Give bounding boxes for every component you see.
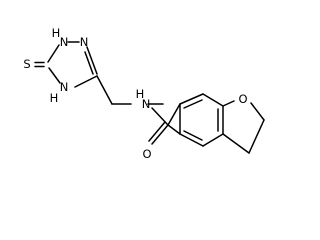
molecule-structure: S H N N N H H N O O	[23, 26, 265, 161]
bond-c-ar5	[167, 103, 181, 126]
bond-c-o-b	[148, 121, 166, 142]
atom-label-carbonyl-o: O	[142, 147, 151, 161]
bond-ch2-ch2	[248, 119, 265, 154]
bond-o-ch2	[250, 102, 265, 121]
bond-ar7a-ar3a	[202, 133, 224, 147]
atom-labels: S H N N N H H N O O	[23, 26, 247, 161]
bond-c5-n1	[47, 44, 60, 63]
molecule-canvas: S H N N N H H N O O	[23, 26, 265, 161]
bond-ar4-c	[167, 124, 181, 135]
bond-c-o-a	[151, 124, 169, 145]
atom-label-triazole-nh-bottom-h: H	[50, 91, 59, 105]
bond-ar3a-ar4	[179, 133, 204, 147]
bond-ar7-o	[222, 100, 235, 107]
atom-label-amide-n: N	[142, 97, 151, 111]
bond-ar3a-ar4-inner	[183, 130, 203, 141]
bond-n2-c3	[86, 46, 98, 75]
bond-ar5-ar6	[179, 93, 204, 105]
atom-label-sulfur: S	[23, 57, 30, 71]
bond-ch2-ar7a	[222, 133, 250, 154]
bond-n2-c3-inner	[84, 51, 94, 75]
atom-label-triazole-n-bottom: N	[60, 80, 69, 94]
atom-label-amide-h: H	[136, 87, 145, 101]
atom-label-triazole-nh-top-h: H	[52, 26, 61, 40]
bond-c3-ch2	[96, 75, 113, 105]
atom-label-furan-o: O	[238, 92, 247, 106]
atom-label-triazole-n-right: N	[80, 35, 89, 49]
atom-label-triazole-n-top: N	[60, 35, 69, 49]
bonds	[34, 41, 265, 154]
bond-c3-n4	[74, 75, 98, 88]
bond-ar5-ar6-inner	[183, 99, 203, 109]
bond-ar6-ar7	[202, 93, 224, 107]
bond-n4-c5	[48, 67, 61, 84]
